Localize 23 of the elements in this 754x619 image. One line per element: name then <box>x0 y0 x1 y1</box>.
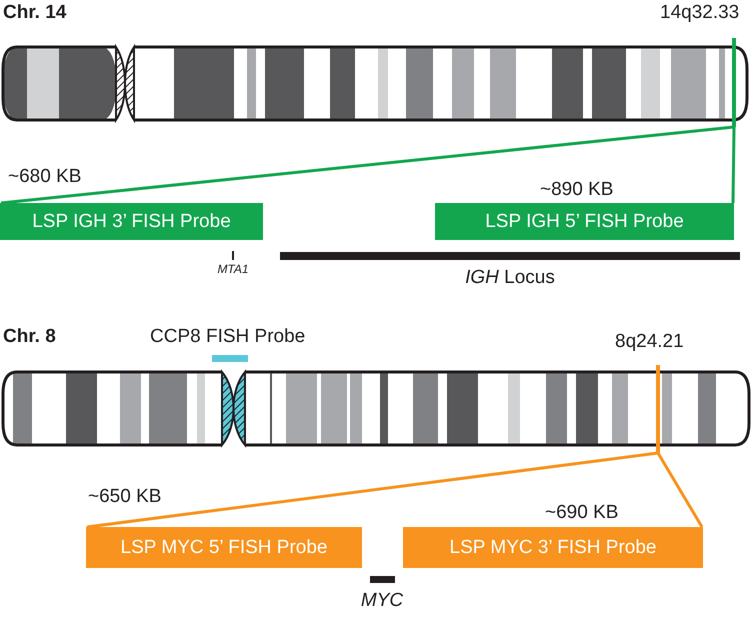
locus-marker <box>732 38 736 127</box>
size-label: ~650 KB <box>88 487 162 506</box>
size-label: ~890 KB <box>540 180 614 199</box>
zoom-line <box>0 126 734 204</box>
gene-label: MYC <box>360 591 404 610</box>
size-label: ~690 KB <box>545 503 618 522</box>
probe-bar: LSP MYC 5’ FISH Probe <box>86 527 362 568</box>
locus-label: 8q24.21 <box>615 332 684 351</box>
chromosome-title: Chr. 14 <box>3 3 66 22</box>
probe-bar: LSP IGH 5’ FISH Probe <box>435 203 734 240</box>
locus-label: 14q32.33 <box>660 3 740 22</box>
locus-label: CCP8 FISH Probe <box>150 327 306 346</box>
gene-label: MTA1 <box>217 263 249 275</box>
probe-bar: LSP IGH 3’ FISH Probe <box>0 203 263 240</box>
size-label: ~680 KB <box>8 167 82 186</box>
zoom-line <box>86 452 658 528</box>
locus-label: IGH Locus <box>465 268 555 287</box>
locus-marker <box>656 365 660 453</box>
zoom-line <box>656 452 704 528</box>
chromosome-title: Chr. 8 <box>3 327 56 346</box>
zoom-line <box>732 126 736 204</box>
probe-mark <box>212 355 248 362</box>
probe-bar: LSP MYC 3’ FISH Probe <box>403 527 703 568</box>
